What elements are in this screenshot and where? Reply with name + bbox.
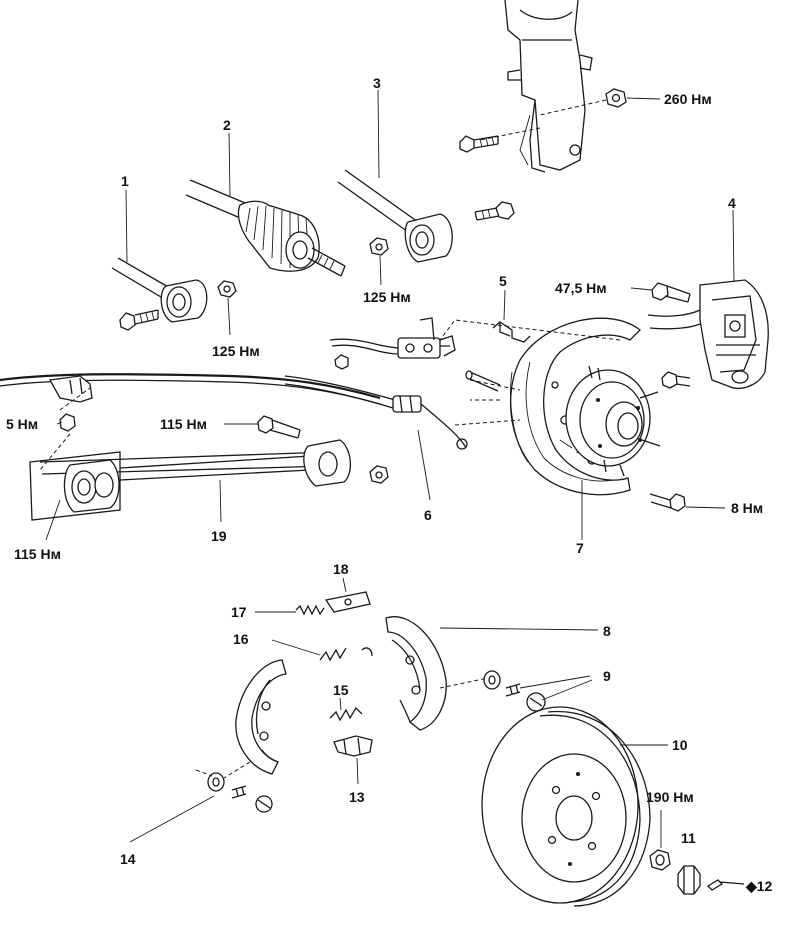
plate-bolt (649, 493, 686, 512)
shock-absorber-strut (504, 0, 593, 173)
brake-shoe-8 (385, 616, 447, 731)
part-labels: 1 2 3 4 5 6 7 8 9 10 11 ◆12 13 14 15 16 … (120, 75, 773, 894)
label-part-7: 7 (576, 540, 584, 556)
arm3-bolt (474, 201, 515, 221)
wheel-hub (565, 365, 661, 477)
label-part-17: 17 (231, 604, 247, 620)
retainer-14 (207, 772, 273, 813)
arm1-bolt (119, 309, 159, 331)
hub-nut (649, 849, 671, 871)
lock-cap-11 (677, 865, 701, 895)
label-part-11: 11 (681, 830, 696, 846)
abs-screw (334, 354, 349, 370)
cotter-pin-12 (706, 879, 745, 891)
strut-bolt (459, 135, 499, 153)
arm1-nut (217, 280, 237, 298)
torque-labels: 260 Нм 125 Нм 125 Нм 47,5 Нм 5 Нм 115 Нм… (6, 91, 763, 805)
lower-arm-1 (111, 257, 208, 323)
abs-sensor-cable (329, 317, 456, 359)
torque-arm3-nut: 125 Нм (363, 289, 411, 305)
label-part-8: 8 (603, 623, 611, 639)
cable-bracket-screw (59, 413, 76, 432)
arm19-bolt (257, 415, 301, 439)
label-part-13: 13 (349, 789, 365, 805)
brake-caliper-4 (647, 279, 769, 389)
drive-shaft-2 (185, 179, 346, 277)
label-part-9: 9 (603, 668, 611, 684)
upper-arm-3 (337, 169, 453, 263)
arm3-nut (369, 237, 389, 256)
label-part-18: 18 (333, 561, 349, 577)
label-part-19: 19 (211, 528, 227, 544)
strut-nut (605, 88, 627, 108)
label-part-1: 1 (121, 173, 129, 189)
label-part-10: 10 (672, 737, 688, 753)
label-part-15: 15 (333, 682, 349, 698)
label-part-14: 14 (120, 851, 136, 867)
brake-disc-10 (481, 706, 651, 907)
caliper-bolt (651, 282, 691, 303)
torque-plate-bolt: 8 Нм (731, 500, 763, 516)
hold-down-spring-15 (329, 706, 363, 722)
label-part-5: 5 (499, 273, 507, 289)
label-part-12: ◆12 (745, 878, 773, 894)
torque-strut-nut: 260 Нм (664, 91, 712, 107)
label-part-3: 3 (373, 75, 381, 91)
torque-arm1-nut: 125 Нм (212, 343, 260, 359)
torque-bracket-screw: 5 Нм (6, 416, 38, 432)
retainer-9 (483, 670, 546, 712)
wheel-cylinder-13 (333, 735, 373, 757)
trailing-arm-19 (29, 439, 351, 521)
adjuster-lever-18 (324, 591, 371, 613)
brake-shoe-left (235, 659, 287, 775)
shoe-spring-17 (295, 604, 325, 616)
label-part-2: 2 (223, 117, 231, 133)
arm19-nut (369, 465, 389, 484)
backing-plate-7 (509, 317, 641, 496)
torque-arm19-bushing: 115 Нм (14, 546, 61, 562)
return-spring-16 (319, 647, 373, 662)
label-part-16: 16 (233, 631, 249, 647)
label-part-4: 4 (728, 195, 736, 211)
hub-bolt (661, 371, 691, 389)
leader-lines (56, 89, 735, 711)
torque-arm19-bolt: 115 Нм (160, 416, 207, 432)
parking-brake-cable-6 (0, 373, 468, 450)
stud-pin (465, 370, 501, 392)
torque-caliper-bolt: 47,5 Нм (555, 280, 607, 296)
torque-hub-nut: 190 Нм (646, 789, 694, 805)
label-part-6: 6 (424, 507, 432, 523)
